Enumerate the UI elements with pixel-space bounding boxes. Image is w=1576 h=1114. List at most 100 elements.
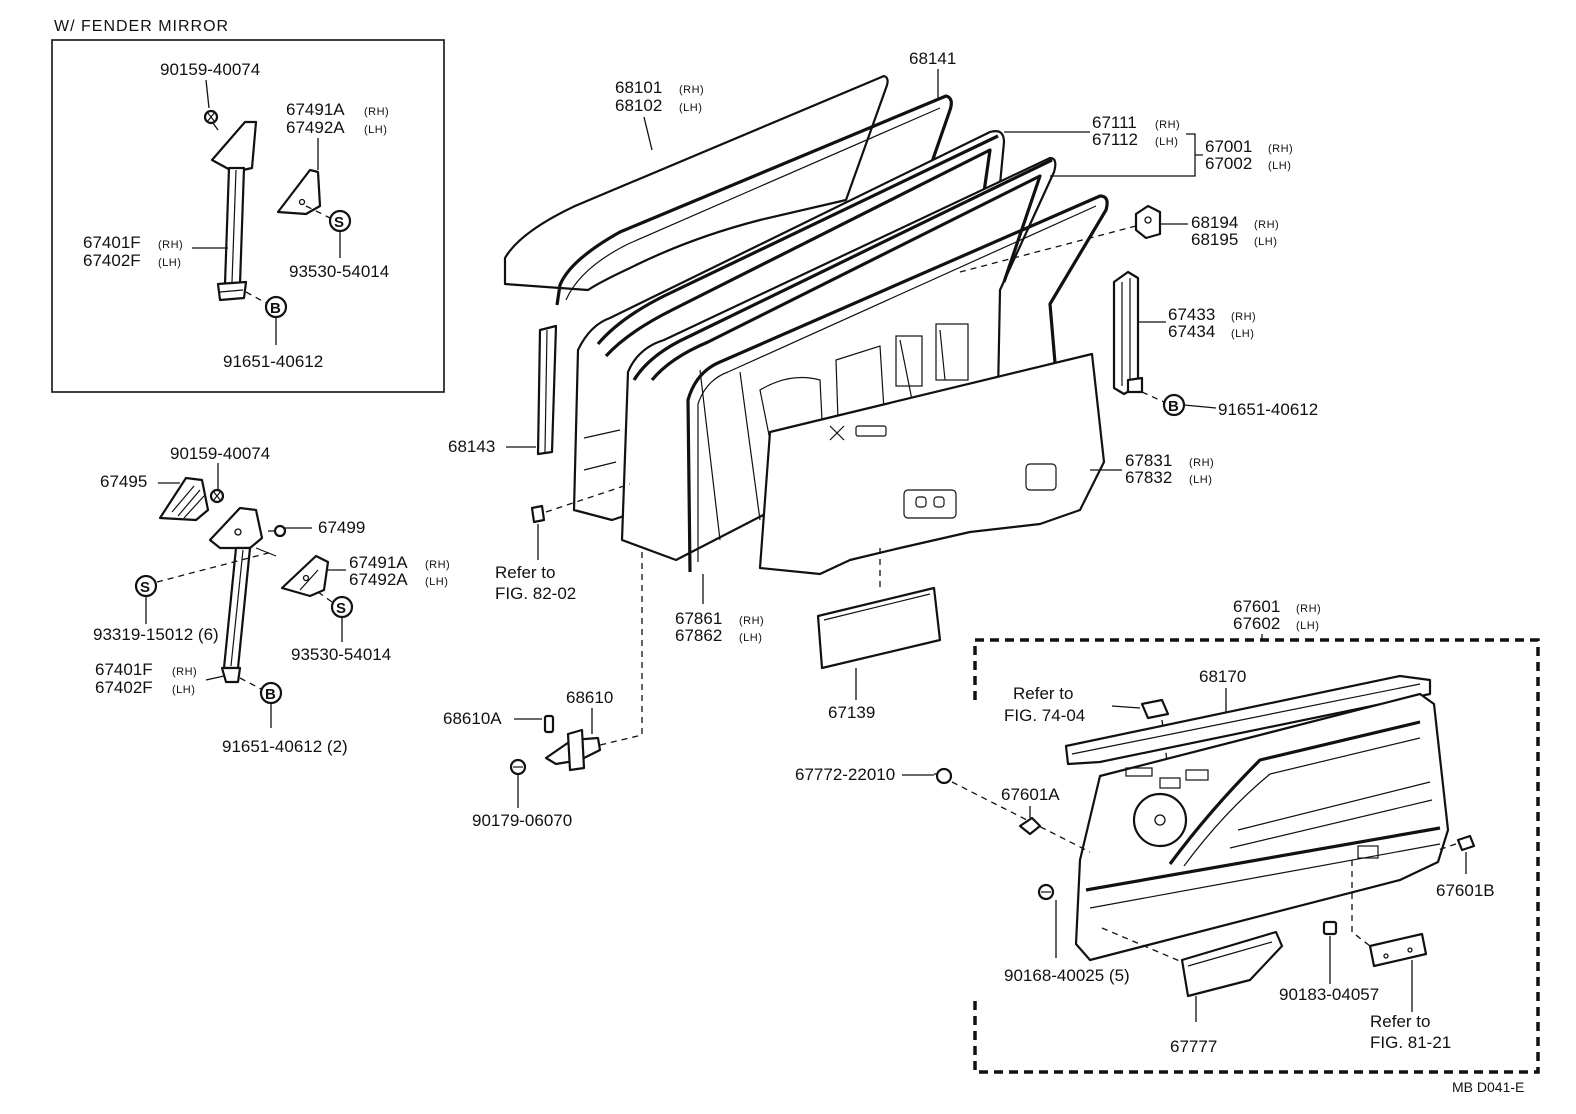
switch-bezel-part	[1368, 932, 1428, 968]
glass-lh-side: (LH)	[679, 102, 702, 114]
left-channel-part	[208, 506, 277, 684]
service-hole-sheet-part	[758, 352, 1106, 576]
rear-run-lh-side: (LH)	[1231, 328, 1254, 340]
inset-channel-rh: 67401F	[83, 233, 141, 252]
door-bolt-b-label: 91651-40612	[1218, 400, 1318, 419]
weather-lh: 67862	[675, 626, 722, 645]
left-channel-lh: 67402F	[95, 678, 153, 697]
clip-screw-part	[934, 767, 953, 785]
trim-ref-line2: FIG. 74-04	[1004, 706, 1085, 725]
inset-bolt-b-label: 91651-40612	[223, 352, 323, 371]
sheet-lh-side: (LH)	[1189, 474, 1212, 486]
run-label: 68141	[909, 49, 956, 68]
weather-rh: 67861	[675, 609, 722, 628]
clip-b-part	[1456, 834, 1476, 852]
left-s-symbol-left: S	[134, 574, 158, 598]
left-channel-rh-side: (RH)	[172, 666, 197, 678]
trim-ref2-line1: Refer to	[1370, 1012, 1430, 1031]
door-stop-part	[1134, 204, 1162, 240]
door-weatherstrip-part	[686, 194, 1109, 573]
clip-screw-label: 67772-22010	[795, 765, 895, 784]
left-cover-part	[280, 554, 330, 598]
inset-cover-lh: 67492A	[286, 118, 345, 137]
clip-part	[268, 524, 287, 538]
clip-b-label: 67601B	[1436, 881, 1495, 900]
front-run-part	[536, 324, 558, 456]
door-assembly: 68101 (RH) 68102 (LH) 68141 67111 (RH) 6…	[443, 49, 1318, 830]
glass-rh: 68101	[615, 78, 662, 97]
panel-a-lh-side: (LH)	[1155, 136, 1178, 148]
mirror-base-label: 67495	[100, 472, 147, 491]
inset-screw-s-label: 93530-54014	[289, 262, 389, 281]
check-label: 68610	[566, 688, 613, 707]
left-channel-rh: 67401F	[95, 660, 153, 679]
door-b-symbol: B	[1162, 393, 1186, 417]
trim-board-group: 67601 (RH) 67602 (LH) Refer to FIG. 74-0…	[795, 597, 1540, 1074]
belt-weatherstrip-part	[1064, 674, 1432, 766]
sheet-lh: 67832	[1125, 468, 1172, 487]
fender-mirror-inset: W/ FENDER MIRROR 90159-40074 67491A (RH)…	[51, 18, 445, 393]
inset-channel-lh: 67402F	[83, 251, 141, 270]
left-mirror-assembly: 90159-40074 67495 67499	[93, 444, 450, 756]
svg-text:B: B	[270, 300, 281, 317]
clip-a-part	[1018, 816, 1042, 836]
trim-ref2-line2: FIG. 81-21	[1370, 1033, 1451, 1052]
left-cover-lh-side: (LH)	[425, 576, 448, 588]
panel-a-rh-side: (RH)	[1155, 119, 1180, 131]
inset-frame	[51, 39, 445, 393]
ref-fig-82-line2: FIG. 82-02	[495, 584, 576, 603]
panel-a-rh: 67111	[1092, 113, 1137, 132]
inset-cover-rh-side: (RH)	[364, 106, 389, 118]
rear-run-lh: 67434	[1168, 322, 1215, 341]
trim-board-part	[1074, 692, 1450, 962]
stop-rh-side: (RH)	[1254, 219, 1279, 231]
left-b-symbol: B	[259, 681, 283, 705]
rear-run-rh-side: (RH)	[1231, 311, 1256, 323]
sheet-rh-side: (RH)	[1189, 457, 1214, 469]
glass-lh: 68102	[615, 96, 662, 115]
glass-run-part	[555, 94, 953, 313]
trim-ref-line1: Refer to	[1013, 684, 1073, 703]
handle-part	[1140, 698, 1170, 720]
pocket-label: 67777	[1170, 1037, 1217, 1056]
left-cover-lh: 67492A	[349, 570, 408, 589]
svg-text:S: S	[140, 579, 150, 596]
left-screw-s-left-label: 93319-15012 (6)	[93, 625, 219, 644]
service-hole-cover-label: 67139	[828, 703, 875, 722]
left-channel-lh-side: (LH)	[172, 684, 195, 696]
panel-b-lh-side: (LH)	[1268, 160, 1291, 172]
board-lh-side: (LH)	[1296, 620, 1319, 632]
board-rh-side: (RH)	[1296, 603, 1321, 615]
sheet-rh: 67831	[1125, 451, 1172, 470]
inset-channel-rh-side: (RH)	[158, 239, 183, 251]
left-screw-s-right-label: 93530-54014	[291, 645, 391, 664]
board-rh: 67601	[1233, 597, 1280, 616]
inset-channel-lh-side: (LH)	[158, 257, 181, 269]
left-cover-rh-side: (RH)	[425, 559, 450, 571]
inset-s-symbol: S	[328, 209, 352, 233]
inset-cover-lh-side: (LH)	[364, 124, 387, 136]
check-bolt-label: 90179-06070	[472, 811, 572, 830]
stop-lh: 68195	[1191, 230, 1238, 249]
service-hole-cover-part	[816, 586, 942, 670]
weatherstrip-label: 68170	[1199, 667, 1246, 686]
left-s-symbol-right: S	[330, 595, 354, 619]
door-glass-part	[503, 74, 889, 292]
svg-text:S: S	[334, 214, 344, 231]
clip-a-label: 67601A	[1001, 785, 1060, 804]
mirror-base-part	[158, 476, 210, 522]
svg-text:B: B	[1168, 398, 1179, 415]
nut-part	[1322, 920, 1338, 936]
front-run-label: 68143	[448, 437, 495, 456]
left-cover-rh: 67491A	[349, 553, 408, 572]
door-check-part	[544, 728, 602, 772]
check-bolt-part	[509, 758, 527, 776]
inset-cover-part	[276, 168, 322, 216]
trim-board-bracket	[973, 638, 1540, 1074]
stop-rh: 68194	[1191, 213, 1238, 232]
inset-title: W/ FENDER MIRROR	[54, 18, 229, 35]
rear-run-part	[1112, 270, 1144, 396]
weather-rh-side: (RH)	[739, 615, 764, 627]
inset-screw-part	[203, 109, 219, 131]
left-screw-label: 90159-40074	[170, 444, 270, 463]
